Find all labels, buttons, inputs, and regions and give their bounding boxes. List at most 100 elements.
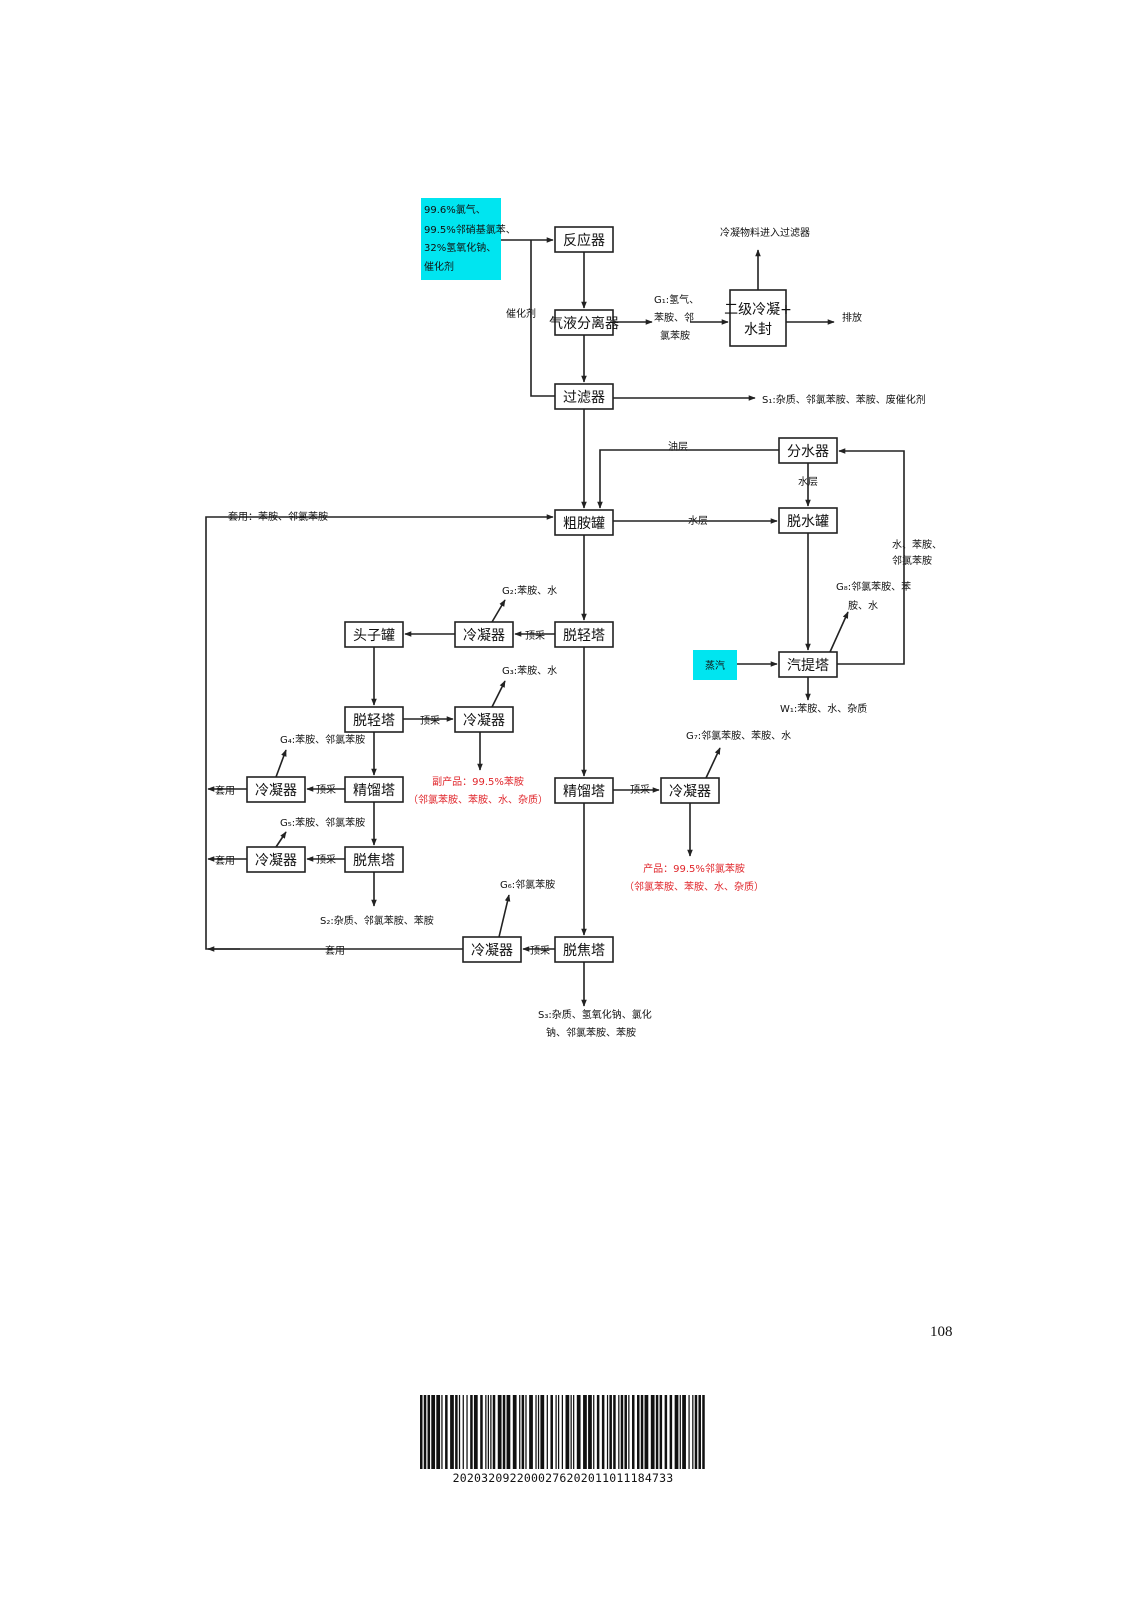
water-separator-label: 分水器 bbox=[787, 444, 829, 460]
barcode-bar bbox=[497, 1395, 502, 1469]
barcode-bar bbox=[450, 1395, 454, 1469]
barcode-bar bbox=[521, 1395, 525, 1469]
condenser-g6-box bbox=[462, 936, 522, 963]
barcode: 2020320922000276202011011184733 bbox=[420, 1395, 706, 1485]
steam-stripper-box bbox=[778, 651, 838, 678]
secondary-condenser-box bbox=[729, 289, 787, 347]
barcode-bar bbox=[546, 1395, 548, 1469]
barcode-bar bbox=[506, 1395, 511, 1469]
barcode-bar bbox=[644, 1395, 649, 1469]
reactor-box bbox=[554, 226, 614, 253]
barcode-bar bbox=[565, 1395, 570, 1469]
barcode-bar bbox=[423, 1395, 427, 1469]
barcode-bar bbox=[431, 1395, 436, 1469]
product-line-1: 产品：99.5%邻氯苯胺 bbox=[643, 862, 745, 875]
barcode-bar bbox=[458, 1395, 461, 1469]
condenser-g5-label: 冷凝器 bbox=[255, 853, 297, 869]
head-tank-box bbox=[344, 621, 404, 648]
g7-outlet-line bbox=[705, 747, 721, 779]
barcode-bar bbox=[512, 1395, 517, 1469]
barcode-bar bbox=[694, 1395, 698, 1469]
tar-removal-tower-left-label: 脱焦塔 bbox=[353, 853, 395, 869]
s3-line-2: 钠、邻氯苯胺、苯胺 bbox=[546, 1026, 636, 1039]
condenser-g4-label: 冷凝器 bbox=[255, 783, 297, 799]
reuse-label-left-1: 套用 bbox=[215, 784, 235, 797]
steam-input-label: 蒸汽 bbox=[705, 659, 725, 672]
barcode-bar bbox=[473, 1395, 478, 1469]
barcode-bar bbox=[555, 1395, 557, 1469]
feed-input-line-2: 99.5%邻硝基氯苯、 bbox=[424, 223, 516, 236]
barcode-bar bbox=[674, 1395, 679, 1469]
barcode-bar bbox=[640, 1395, 644, 1469]
barcode-bar bbox=[637, 1395, 640, 1469]
barcode-bar bbox=[682, 1395, 686, 1469]
rectification-tower-left-box bbox=[344, 776, 404, 803]
crude-amine-tank-box bbox=[554, 509, 614, 536]
light-removal-tower-box bbox=[554, 621, 614, 648]
g6-label: G₆:邻氯苯胺 bbox=[500, 878, 555, 891]
barcode-bar bbox=[650, 1395, 655, 1469]
barcode-bar bbox=[609, 1395, 612, 1469]
tar-removal-tower-left-box bbox=[344, 846, 404, 873]
head-tank-label: 头子罐 bbox=[353, 628, 395, 644]
barcode-bar bbox=[540, 1395, 545, 1469]
discharge-label: 排放 bbox=[842, 311, 862, 324]
water-separator-box bbox=[778, 437, 838, 464]
top-draw-label-4: 顶采 bbox=[420, 715, 440, 727]
barcode-bar bbox=[420, 1395, 423, 1469]
g8-line-1: G₈:邻氯苯胺、苯 bbox=[836, 580, 911, 593]
barcode-bar bbox=[624, 1395, 627, 1469]
barcode-bar bbox=[570, 1395, 572, 1469]
feed-input-line-4: 催化剂 bbox=[424, 260, 454, 273]
barcode-bar bbox=[462, 1395, 464, 1469]
top-draw-label-1: 顶采 bbox=[525, 630, 545, 642]
barcode-bar bbox=[557, 1395, 560, 1469]
cond-material-to-filter-label: 冷凝物料进入过滤器 bbox=[720, 226, 810, 239]
gas-liquid-separator-label: 气液分离器 bbox=[549, 315, 619, 332]
light-removal-tower-2-box bbox=[344, 706, 404, 733]
side-recycle-line-2: 邻氯苯胺 bbox=[892, 554, 932, 567]
barcode-bar bbox=[480, 1395, 483, 1469]
barcode-bar bbox=[445, 1395, 448, 1469]
barcode-bar bbox=[669, 1395, 673, 1469]
condenser-g2-label: 冷凝器 bbox=[463, 628, 505, 644]
steam-input-box bbox=[693, 650, 737, 680]
steam-stripper-label: 汽提塔 bbox=[787, 658, 829, 674]
barcode-bar bbox=[596, 1395, 600, 1469]
barcode-bar bbox=[502, 1395, 506, 1469]
g4-label: G₄:苯胺、邻氯苯胺 bbox=[280, 733, 365, 746]
barcode-bar bbox=[436, 1395, 441, 1469]
reuse-label-left-2: 套用 bbox=[215, 854, 235, 867]
crude-amine-tank-label: 粗胺罐 bbox=[563, 516, 605, 532]
g2-outlet-line bbox=[491, 599, 506, 623]
barcode-bar bbox=[593, 1395, 595, 1469]
reactor-label: 反应器 bbox=[563, 232, 605, 249]
barcode-bar bbox=[466, 1395, 468, 1469]
g1-line-3: 氯苯胺 bbox=[660, 329, 690, 342]
top-draw-label-6: 顶采 bbox=[316, 854, 336, 866]
byproduct-line-1: 副产品：99.5%苯胺 bbox=[432, 775, 524, 788]
feed-inputs-box bbox=[421, 198, 501, 280]
barcode-bar bbox=[620, 1395, 624, 1469]
g1-line-1: G₁:氢气、 bbox=[654, 293, 699, 306]
g1-line-2: 苯胺、邻 bbox=[654, 311, 694, 324]
g6-outlet-line bbox=[498, 894, 511, 938]
reuse-label-bottom: 套用 bbox=[325, 944, 345, 957]
barcode-bar bbox=[487, 1395, 489, 1469]
s1-label: S₁:杂质、邻氯苯胺、苯胺、废催化剂 bbox=[762, 393, 926, 406]
barcode-bar bbox=[576, 1395, 581, 1469]
barcode-bar bbox=[535, 1395, 537, 1469]
catalyst-recycle-line bbox=[530, 240, 555, 397]
secondary-condenser-line-2: 水封 bbox=[744, 322, 772, 338]
g4-outlet-line bbox=[275, 749, 287, 778]
byproduct-line-2: （邻氯苯胺、苯胺、水、杂质） bbox=[408, 793, 548, 806]
feed-input-line-1: 99.6%氯气、 bbox=[424, 203, 486, 216]
barcode-bar bbox=[613, 1395, 616, 1469]
catalyst-recycle-label: 催化剂 bbox=[506, 307, 536, 320]
oil-layer-label: 油层 bbox=[668, 440, 688, 453]
barcode-bar bbox=[537, 1395, 540, 1469]
barcode-bar bbox=[470, 1395, 473, 1469]
light-removal-tower-2-label: 脱轻塔 bbox=[353, 713, 395, 729]
g8-outlet-line bbox=[829, 611, 849, 653]
g3-label: G₃:苯胺、水 bbox=[502, 664, 557, 677]
